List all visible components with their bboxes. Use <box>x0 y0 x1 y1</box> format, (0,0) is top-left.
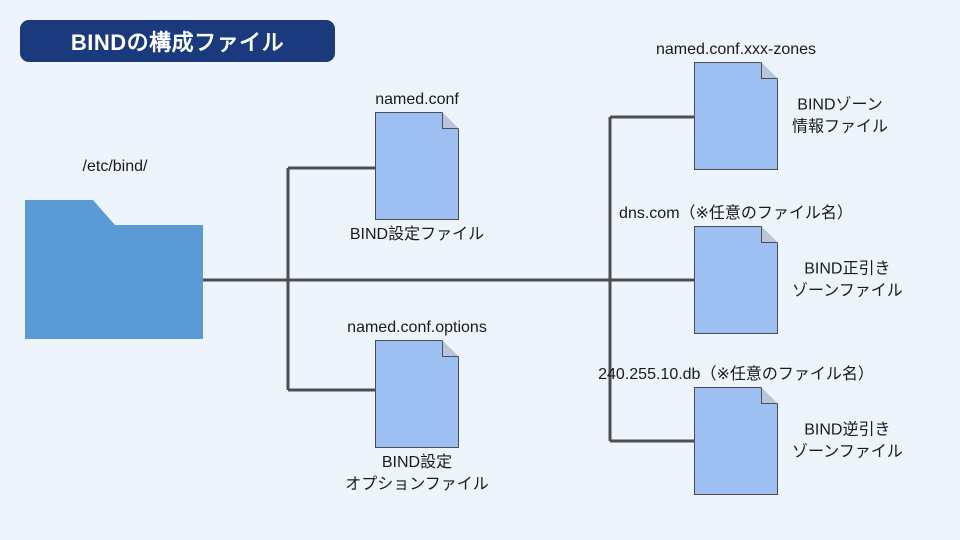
file-fold-corner <box>442 340 459 357</box>
file-title-reverse-db: 240.255.10.db（※任意のファイル名） <box>598 366 874 383</box>
file-title-dns-com: dns.com（※任意のファイル名） <box>619 205 853 222</box>
description-line: BIND設定ファイル <box>349 226 485 243</box>
description-line: BINDゾーン <box>797 96 883 114</box>
file-body <box>694 387 778 495</box>
file-fold-corner <box>761 226 778 243</box>
file-fold-corner <box>761 62 778 79</box>
description-line: BIND正引き <box>804 260 891 278</box>
file-body <box>694 62 778 170</box>
file-description-named-conf-options: BIND設定 オプションファイル <box>345 452 489 495</box>
folder-label: /etc/bind/ <box>82 158 148 175</box>
file-title-named-conf: named.conf <box>375 91 459 108</box>
description-line: BIND設定 <box>381 454 453 471</box>
file-description-reverse-db: BIND逆引き ゾーンファイル <box>792 419 903 462</box>
file-description-dns-com: BIND正引き ゾーンファイル <box>792 258 903 301</box>
page-title-badge: BINDの構成ファイル <box>20 20 335 62</box>
node-named-conf[interactable]: named.conf BIND設定ファイル <box>350 91 484 243</box>
description-line: 情報ファイル <box>792 118 889 135</box>
description-line: オプションファイル <box>345 475 489 493</box>
node-reverse-zone-db[interactable]: 240.255.10.db（※任意のファイル名） BIND逆引き ゾーンファイル <box>598 366 903 495</box>
file-description-xxx-zones: BINDゾーン 情報ファイル <box>792 94 888 137</box>
file-icon <box>375 112 459 220</box>
file-body <box>375 112 459 220</box>
folder-icon <box>25 200 203 339</box>
description-line: ゾーンファイル <box>792 282 903 299</box>
description-line: ゾーンファイル <box>792 443 903 460</box>
file-description-named-conf: BIND設定ファイル <box>350 224 484 246</box>
file-icon <box>375 340 459 448</box>
node-etc-bind[interactable]: /etc/bind/ <box>25 158 203 339</box>
file-icon <box>694 387 778 495</box>
node-named-conf-options[interactable]: named.conf.options BIND設定 オプションファイル <box>345 319 489 493</box>
file-title-named-conf-options: named.conf.options <box>347 319 487 336</box>
node-named-conf-xxx-zones[interactable]: named.conf.xxx-zones BINDゾーン 情報ファイル <box>656 41 888 170</box>
file-body <box>375 340 459 448</box>
file-icon <box>694 226 778 334</box>
file-icon <box>694 62 778 170</box>
page-title: BINDの構成ファイル <box>70 30 285 55</box>
node-dns-com[interactable]: dns.com（※任意のファイル名） BIND正引き ゾーンファイル <box>619 205 903 334</box>
file-fold-corner <box>442 112 459 129</box>
file-fold-corner <box>761 387 778 404</box>
file-title-xxx-zones: named.conf.xxx-zones <box>655 41 817 58</box>
file-body <box>694 226 778 334</box>
description-line: BIND逆引き <box>804 421 891 439</box>
